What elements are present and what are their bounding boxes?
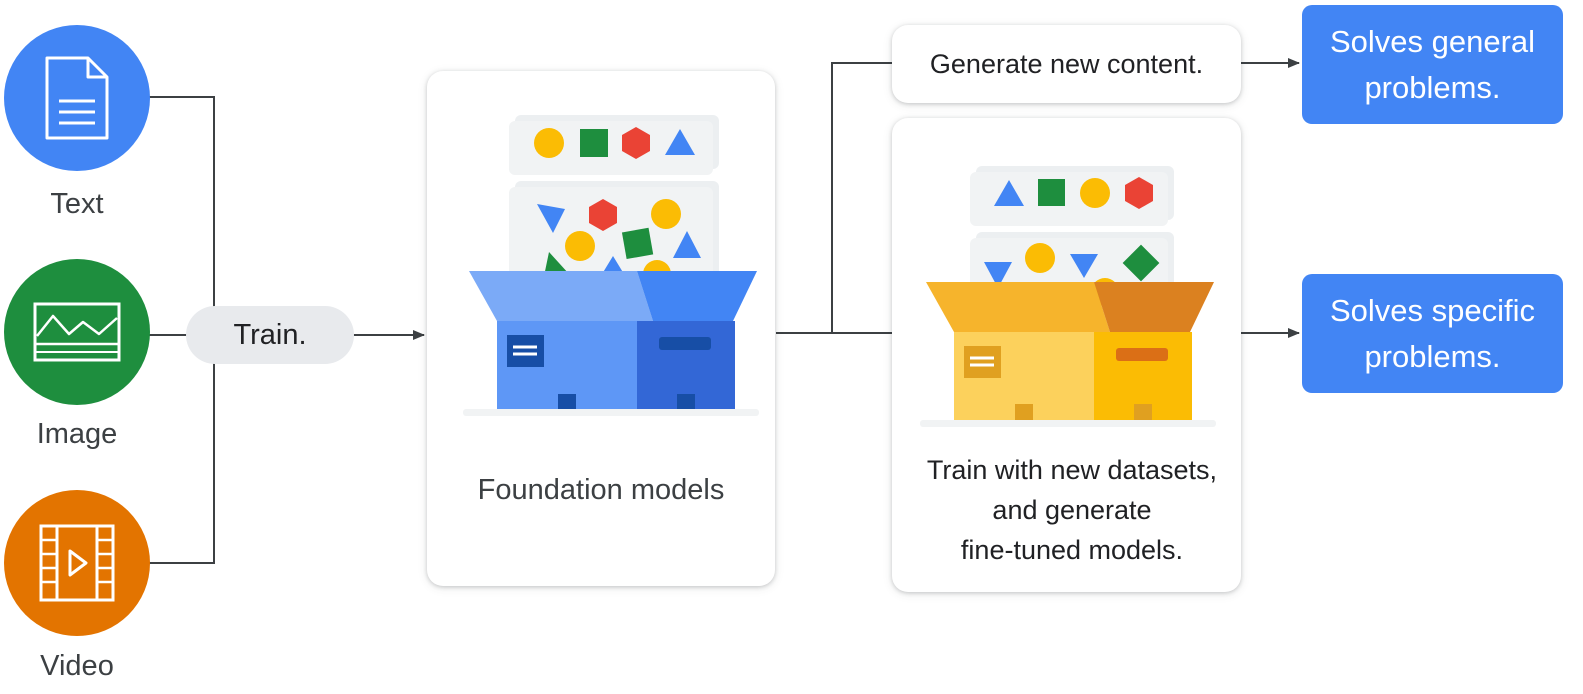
- video-label: Video: [40, 650, 114, 682]
- video-input-circle: [4, 490, 150, 636]
- finetune-line-3: fine-tuned models.: [960, 535, 1184, 565]
- train-pill: Train.: [186, 306, 354, 364]
- solves-specific-box: Solves specific problems.: [1302, 274, 1563, 393]
- text-label: Text: [50, 188, 104, 220]
- finetune-card: Train with new datasets, and generate fi…: [892, 118, 1241, 592]
- generate-content-label: Generate new content.: [929, 48, 1204, 79]
- finetune-description: Train with new datasets, and generate fi…: [892, 450, 1252, 570]
- text-input-circle: [4, 25, 150, 171]
- foundation-models-label: Foundation models: [477, 474, 725, 506]
- image-label: Image: [36, 418, 118, 450]
- blue-box-illustration: [463, 115, 759, 416]
- solves-specific-line-1: Solves specific: [1329, 292, 1536, 328]
- foundation-models-card: Foundation models: [427, 71, 775, 586]
- generate-content-card: Generate new content.: [892, 25, 1241, 103]
- solves-specific-line-2: problems.: [1364, 338, 1501, 374]
- solves-general-line-2: problems.: [1364, 69, 1501, 105]
- document-icon: [45, 56, 109, 140]
- yellow-box-illustration: [920, 166, 1216, 427]
- image-icon: [33, 302, 121, 362]
- image-input-circle: [4, 259, 150, 405]
- finetune-line-2: and generate: [992, 495, 1152, 525]
- video-film-icon: [39, 524, 115, 602]
- finetune-line-1: Train with new datasets,: [926, 455, 1218, 485]
- branch-to-generate-line: [831, 62, 892, 333]
- train-label: Train.: [233, 318, 307, 351]
- solves-general-box: Solves general problems.: [1302, 5, 1563, 124]
- solves-general-line-1: Solves general: [1329, 23, 1536, 59]
